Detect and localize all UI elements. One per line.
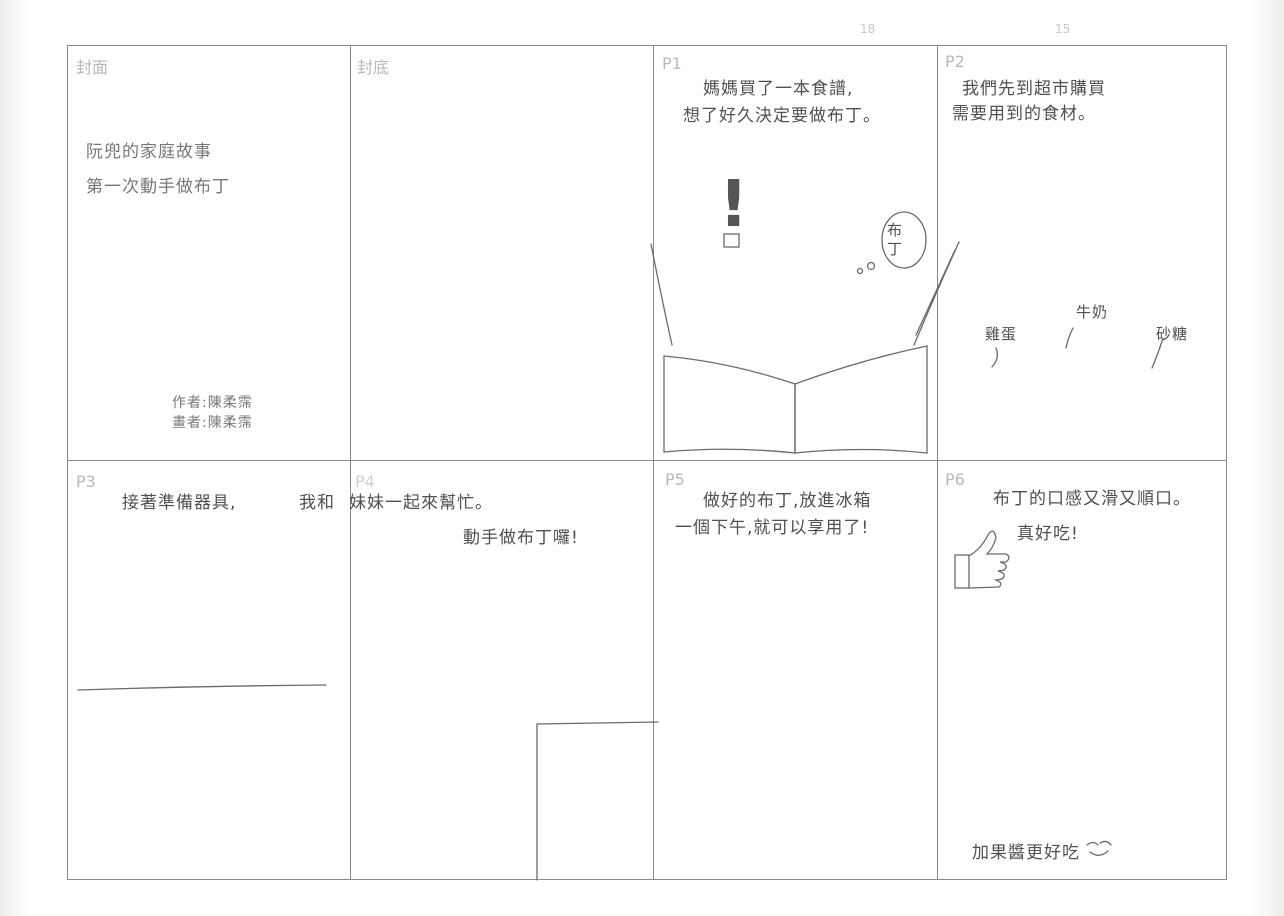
item-milk: 牛奶 xyxy=(1076,303,1109,321)
grid-divider-row xyxy=(67,460,1227,461)
p3-text-line1: 接著準備器具, xyxy=(122,493,237,513)
cover-title-line2: 第一次動手做布丁 xyxy=(86,177,230,197)
p4-text-line1: 妹妹一起來幫忙。 xyxy=(349,493,493,513)
panel-label: P5 xyxy=(665,470,685,489)
panel-label: P6 xyxy=(945,470,965,489)
p2-text-line2: 需要用到的食材。 xyxy=(952,104,1096,124)
grid-divider-1 xyxy=(350,45,351,880)
item-sugar: 砂糖 xyxy=(1156,325,1189,343)
p1-text-line1: 媽媽買了一本食譜, xyxy=(703,79,854,99)
p4-text-line2: 動手做布丁囉! xyxy=(463,528,579,548)
p6-text-line1: 布丁的口感又滑又順口。 xyxy=(993,489,1191,509)
top-mark-1: 18 xyxy=(860,22,876,36)
p3-text-line2: 我和 xyxy=(299,493,335,513)
top-mark-2: 15 xyxy=(1055,22,1071,36)
p2-text-line1: 我們先到超市購買 xyxy=(962,79,1106,99)
panel-grid xyxy=(67,45,1227,880)
cover-illustrator: 畫者:陳柔霈 xyxy=(172,415,253,431)
panel-label: 封面 xyxy=(76,58,109,77)
p5-text-line1: 做好的布丁,放進冰箱 xyxy=(703,491,872,511)
panel-label: P4 xyxy=(355,472,375,491)
thought-bubble-text: 布 丁 xyxy=(887,221,904,258)
cover-title-line1: 阮兜的家庭故事 xyxy=(86,142,212,162)
p6-footer-text: 加果醬更好吃 xyxy=(972,843,1080,863)
item-egg: 雞蛋 xyxy=(985,325,1018,343)
panel-label: P3 xyxy=(76,472,96,491)
panel-label: 封底 xyxy=(357,58,390,77)
cover-author: 作者:陳柔霈 xyxy=(172,395,253,411)
grid-divider-3 xyxy=(937,45,938,880)
panel-label: P2 xyxy=(945,52,965,71)
grid-divider-2 xyxy=(653,45,654,880)
p1-text-line2: 想了好久決定要做布丁。 xyxy=(683,106,881,126)
exclamation-mark: ! xyxy=(719,168,749,242)
panel-label: P1 xyxy=(662,54,682,73)
p6-text-line2: 真好吃! xyxy=(1017,524,1079,544)
p5-text-line2: 一個下午,就可以享用了! xyxy=(675,518,870,538)
